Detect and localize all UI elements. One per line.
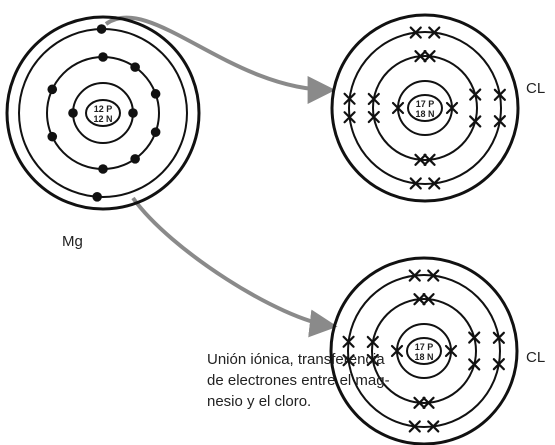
cl-top-electron — [493, 115, 506, 128]
mg-nucleus-neutrons: 12 N — [93, 114, 112, 124]
cl-bottom-electron — [427, 269, 440, 282]
transfer-arrow-bottom — [131, 196, 338, 338]
cl-top-electron — [428, 177, 441, 190]
cl-bottom-nucleus-protons: 17 P — [415, 342, 434, 352]
mg-electron — [130, 154, 140, 164]
mg-outer-boundary — [5, 15, 201, 211]
cl-top-electron — [493, 88, 506, 101]
cl-bottom-electron — [342, 335, 355, 348]
mg-electron — [98, 164, 108, 174]
mg-electron — [47, 84, 58, 95]
cl-bottom-shell-2 — [371, 298, 477, 404]
cl-bottom-electron — [366, 353, 379, 367]
cl-bottom-electron — [413, 293, 426, 306]
chlorine-atom-top: 17 P18 N — [330, 13, 520, 203]
cl-bottom-electron — [422, 396, 435, 409]
cl-top-electron — [343, 111, 356, 124]
chlorine-label-top: CL — [526, 80, 545, 97]
cl-bottom-electron — [444, 344, 458, 358]
cl-bottom-electron — [422, 293, 435, 306]
cl-top-nucleus-protons: 17 P — [416, 99, 435, 109]
cl-top-electron — [414, 153, 427, 166]
caption: Unión iónica, transferencia de electrone… — [207, 349, 407, 412]
cl-bottom-nucleus — [406, 337, 442, 365]
cl-top-electron — [414, 50, 427, 63]
mg-electron — [128, 108, 138, 118]
cl-top-electron — [423, 50, 436, 63]
caption-line-1: Unión iónica, transferencia — [207, 351, 385, 368]
cl-top-electron — [367, 110, 380, 124]
cl-bottom-electron — [413, 396, 426, 409]
mg-electron — [47, 131, 58, 142]
mg-electron — [98, 52, 108, 62]
cl-bottom-outer-boundary — [329, 256, 519, 445]
cl-top-shell-3 — [348, 31, 502, 185]
caption-line-3: nesio y el cloro. — [207, 393, 312, 410]
cl-top-electron — [409, 26, 422, 39]
cl-bottom-electron — [492, 358, 505, 371]
mg-electron — [130, 62, 140, 72]
transfer-arrow-top — [104, 15, 336, 104]
cl-bottom-electron — [468, 331, 481, 344]
cl-top-shell-2 — [372, 55, 478, 161]
magnesium-label: Mg — [62, 233, 83, 250]
cl-top-nucleus-neutrons: 18 N — [415, 109, 434, 119]
cl-bottom-electron — [492, 331, 505, 344]
cl-top-electron — [428, 26, 441, 39]
mg-electron — [150, 89, 161, 99]
cl-top-nucleus — [407, 94, 443, 122]
cl-top-electron — [445, 101, 459, 115]
cl-bottom-electron — [390, 344, 404, 358]
cl-bottom-electron — [408, 269, 421, 282]
cl-top-electron — [423, 153, 436, 166]
cl-bottom-shell-3 — [347, 274, 501, 428]
mg-electron — [150, 127, 161, 137]
magnesium-atom: 12 P12 N — [5, 15, 201, 211]
cl-top-electron — [469, 88, 482, 101]
mg-nucleus — [85, 99, 121, 127]
cl-top-electron — [391, 101, 405, 115]
chlorine-label-bottom: CL — [526, 349, 545, 366]
caption-line-2: de electrones entre el mag- — [207, 372, 390, 389]
cl-top-electron — [343, 92, 356, 105]
cl-top-electron — [367, 92, 380, 106]
cl-top-electron — [409, 177, 422, 190]
cl-top-electron — [469, 115, 482, 128]
mg-electron — [96, 24, 107, 34]
cl-top-outer-boundary — [330, 13, 520, 203]
chlorine-atom-bottom: 17 P18 N — [329, 256, 519, 445]
mg-electron — [68, 108, 78, 118]
cl-bottom-electron — [427, 420, 440, 433]
mg-electron — [92, 191, 102, 202]
cl-bottom-nucleus-neutrons: 18 N — [414, 352, 433, 362]
cl-bottom-electron — [366, 335, 379, 349]
mg-nucleus-protons: 12 P — [94, 104, 113, 114]
cl-bottom-electron — [468, 358, 481, 371]
cl-bottom-electron — [408, 420, 421, 433]
cl-bottom-electron — [342, 354, 355, 367]
